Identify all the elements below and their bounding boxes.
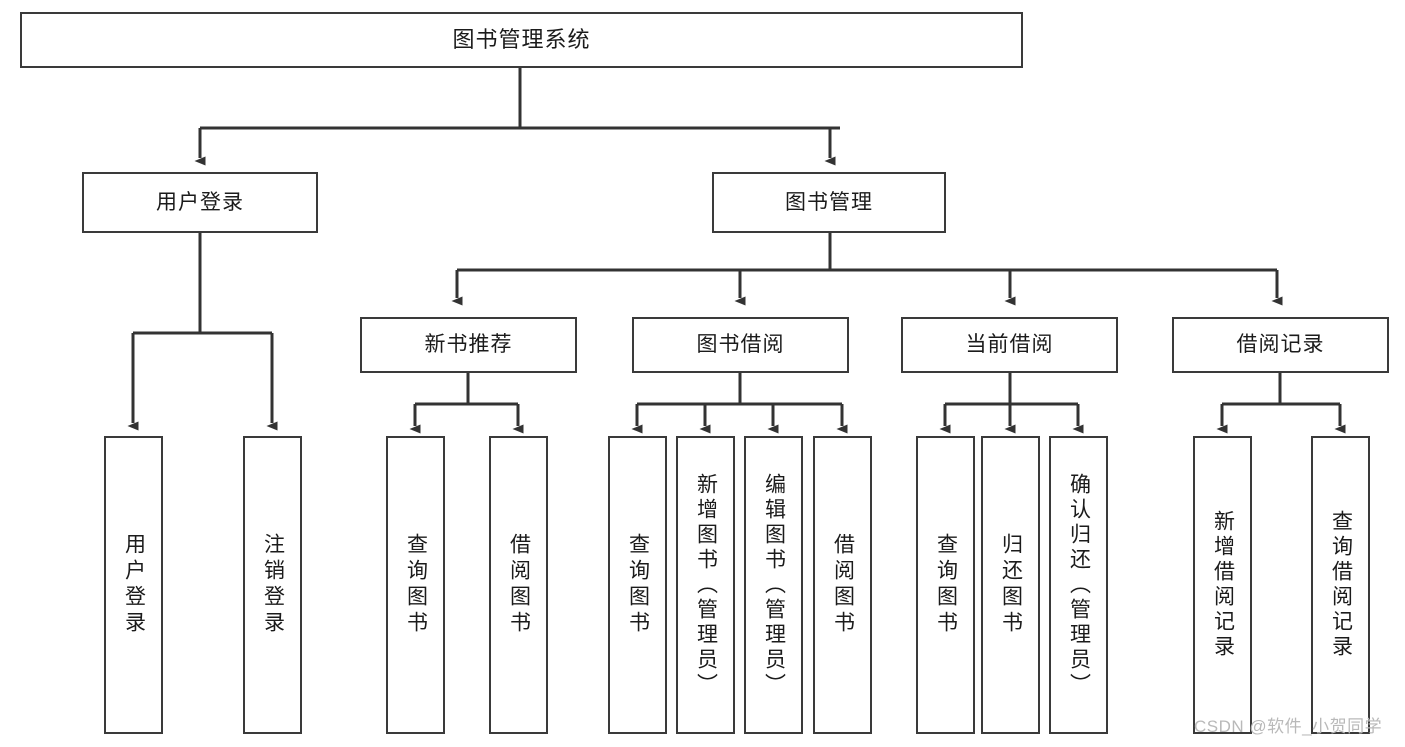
node-leaf-confirm-return-admin[interactable]: 确认归还（管理员） [1049,436,1108,734]
node-leaf-query-book-2[interactable]: 查询图书 [608,436,667,734]
node-book-borrow[interactable]: 图书借阅 [632,317,849,373]
node-current-borrow[interactable]: 当前借阅 [901,317,1118,373]
node-leaf-edit-book-admin[interactable]: 编辑图书（管理员） [744,436,803,734]
node-borrow-record[interactable]: 借阅记录 [1172,317,1389,373]
node-leaf-query-borrow-record[interactable]: 查询借阅记录 [1311,436,1370,734]
node-new-book-recommend[interactable]: 新书推荐 [360,317,577,373]
node-leaf-user-login[interactable]: 用户登录 [104,436,163,734]
node-leaf-borrow-book-2[interactable]: 借阅图书 [813,436,872,734]
node-leaf-query-book-3[interactable]: 查询图书 [916,436,975,734]
node-leaf-query-book-1[interactable]: 查询图书 [386,436,445,734]
node-book-management[interactable]: 图书管理 [712,172,946,233]
node-user-login[interactable]: 用户登录 [82,172,318,233]
node-leaf-borrow-book-1[interactable]: 借阅图书 [489,436,548,734]
node-leaf-add-borrow-record[interactable]: 新增借阅记录 [1193,436,1252,734]
watermark-text: CSDN @软件_小贺同学 [1194,717,1383,736]
node-root-system[interactable]: 图书管理系统 [20,12,1023,68]
node-leaf-logout[interactable]: 注销登录 [243,436,302,734]
node-leaf-add-book-admin[interactable]: 新增图书（管理员） [676,436,735,734]
node-leaf-return-book[interactable]: 归还图书 [981,436,1040,734]
